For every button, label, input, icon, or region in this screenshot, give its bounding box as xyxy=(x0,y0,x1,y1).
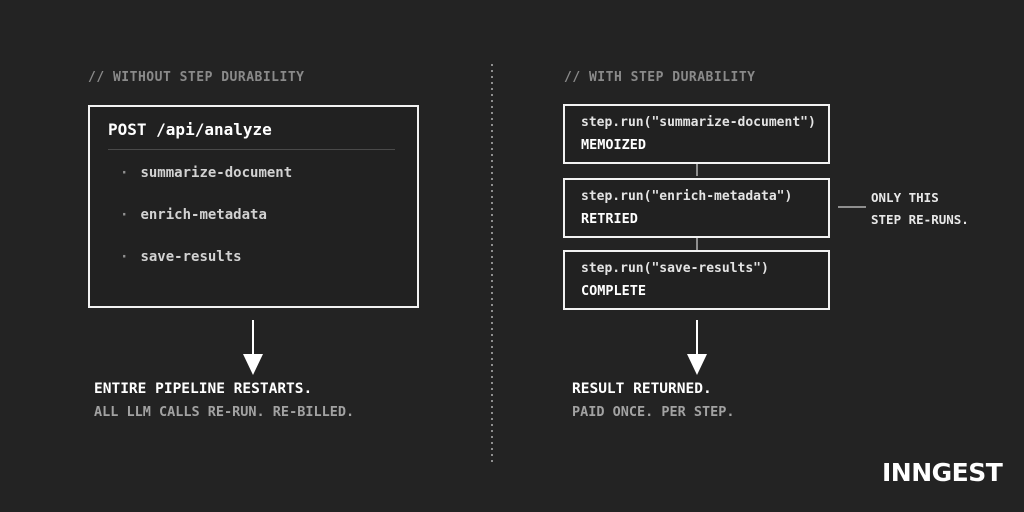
request-box: POST /api/analyze · summarize-document · e… xyxy=(88,105,419,308)
step-box-summarize: step.run("summarize-document") MEMOIZED xyxy=(563,104,830,164)
pipeline-step-1: · summarize-document xyxy=(120,165,292,181)
bullet-dot-icon: · xyxy=(120,249,129,265)
pipeline-step-2: · enrich-metadata xyxy=(120,207,267,223)
pipeline-step-1-label: summarize-document xyxy=(140,165,293,181)
step-box-summarize-code: step.run("summarize-document") xyxy=(581,115,816,130)
step-box-summarize-status: MEMOIZED xyxy=(581,137,647,153)
right-outcome-line2: PAID ONCE. PER STEP. xyxy=(572,404,735,420)
side-note-line2: STEP RE-RUNS. xyxy=(871,212,969,227)
side-note-line1: ONLY THIS xyxy=(871,190,939,205)
step-box-save-status: COMPLETE xyxy=(581,283,647,299)
pipeline-step-3: · save-results xyxy=(120,249,242,265)
request-title: POST /api/analyze xyxy=(108,120,272,139)
box-connector-line xyxy=(696,164,698,176)
bullet-dot-icon: · xyxy=(120,207,129,223)
inngest-logo: INNGEST xyxy=(882,458,1003,487)
vertical-dotted-divider xyxy=(491,64,493,466)
step-box-save: step.run("save-results") COMPLETE xyxy=(563,250,830,310)
step-box-enrich-status: RETRIED xyxy=(581,211,638,227)
without-durability-header: // WITHOUT STEP DURABILITY xyxy=(88,70,305,85)
step-box-save-code: step.run("save-results") xyxy=(581,261,769,276)
bullet-dot-icon: · xyxy=(120,165,129,181)
down-arrow-icon xyxy=(687,320,707,375)
left-outcome-line1: ENTIRE PIPELINE RESTARTS. xyxy=(94,381,313,397)
box-connector-line xyxy=(696,238,698,250)
step-box-enrich: step.run("enrich-metadata") RETRIED xyxy=(563,178,830,238)
left-outcome-line2: ALL LLM CALLS RE-RUN. RE-BILLED. xyxy=(94,404,355,420)
step-box-enrich-code: step.run("enrich-metadata") xyxy=(581,189,793,204)
side-note: ONLY THIS STEP RE-RUNS. xyxy=(871,187,969,231)
with-durability-header: // WITH STEP DURABILITY xyxy=(564,70,756,85)
down-arrow-icon xyxy=(243,320,263,375)
side-note-dash xyxy=(838,206,866,208)
right-outcome-line1: RESULT RETURNED. xyxy=(572,381,712,397)
request-title-divider xyxy=(108,149,395,150)
pipeline-step-2-label: enrich-metadata xyxy=(140,207,267,223)
pipeline-step-3-label: save-results xyxy=(140,249,242,265)
